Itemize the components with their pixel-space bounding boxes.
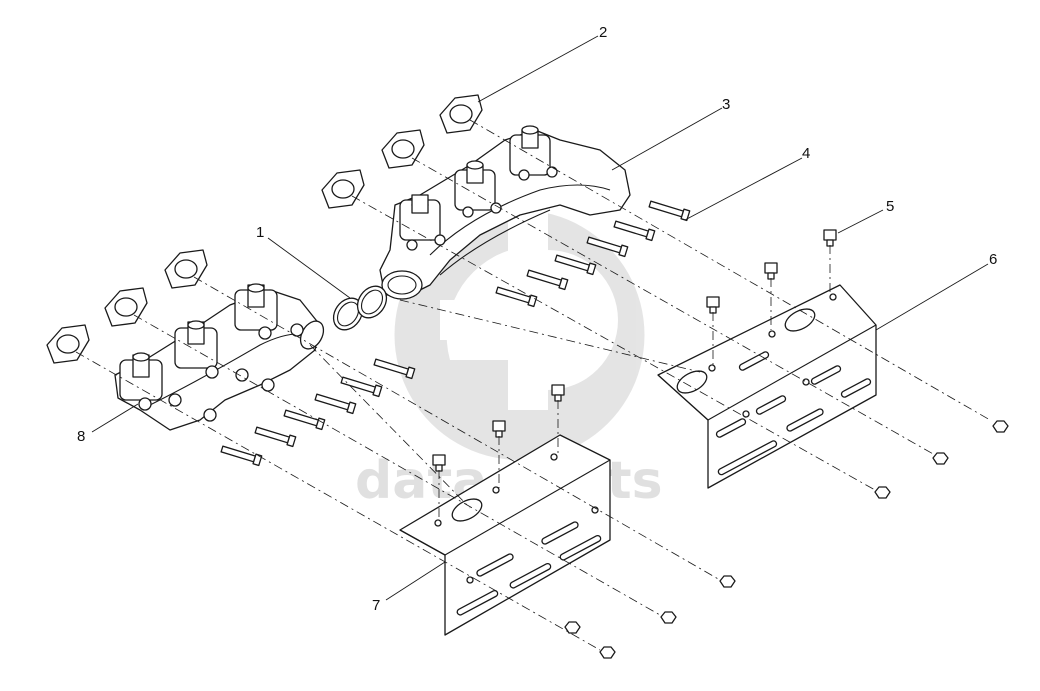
upper-manifold-port xyxy=(454,160,496,211)
lower-gasket xyxy=(104,287,148,327)
callout-label-7: 7 xyxy=(372,597,380,614)
upper-exhaust-manifold xyxy=(379,125,631,300)
callout-label-2: 2 xyxy=(599,24,607,41)
upper-gasket xyxy=(381,129,425,169)
callout-label-3: 3 xyxy=(722,96,730,113)
lower-manifold-port xyxy=(234,283,278,331)
assembly-lines xyxy=(75,119,991,651)
callout-label-6: 6 xyxy=(989,251,997,268)
heat-shield-right xyxy=(657,284,877,489)
lower-manifold-port xyxy=(119,352,163,401)
lower-gasket xyxy=(164,249,208,289)
callout-label-1: 1 xyxy=(256,224,264,241)
callout-label-4: 4 xyxy=(802,145,810,162)
lower-exhaust-manifold xyxy=(114,283,325,431)
callout-label-5: 5 xyxy=(886,198,894,215)
callout-leaders xyxy=(91,35,989,601)
manifold-bolts xyxy=(220,200,691,467)
callout-labels: 1 2 3 4 5 6 7 8 xyxy=(77,24,997,614)
lower-manifold-port xyxy=(174,320,218,369)
upper-gasket xyxy=(321,169,365,209)
heat-shield-left xyxy=(399,434,611,636)
callout-label-8: 8 xyxy=(77,428,85,445)
seal-rings xyxy=(332,285,388,331)
upper-gasket xyxy=(439,94,483,134)
upper-manifold-port xyxy=(509,125,551,176)
hex-nuts xyxy=(432,229,1009,659)
upper-manifold-port xyxy=(399,194,441,241)
lower-gasket xyxy=(46,324,90,364)
